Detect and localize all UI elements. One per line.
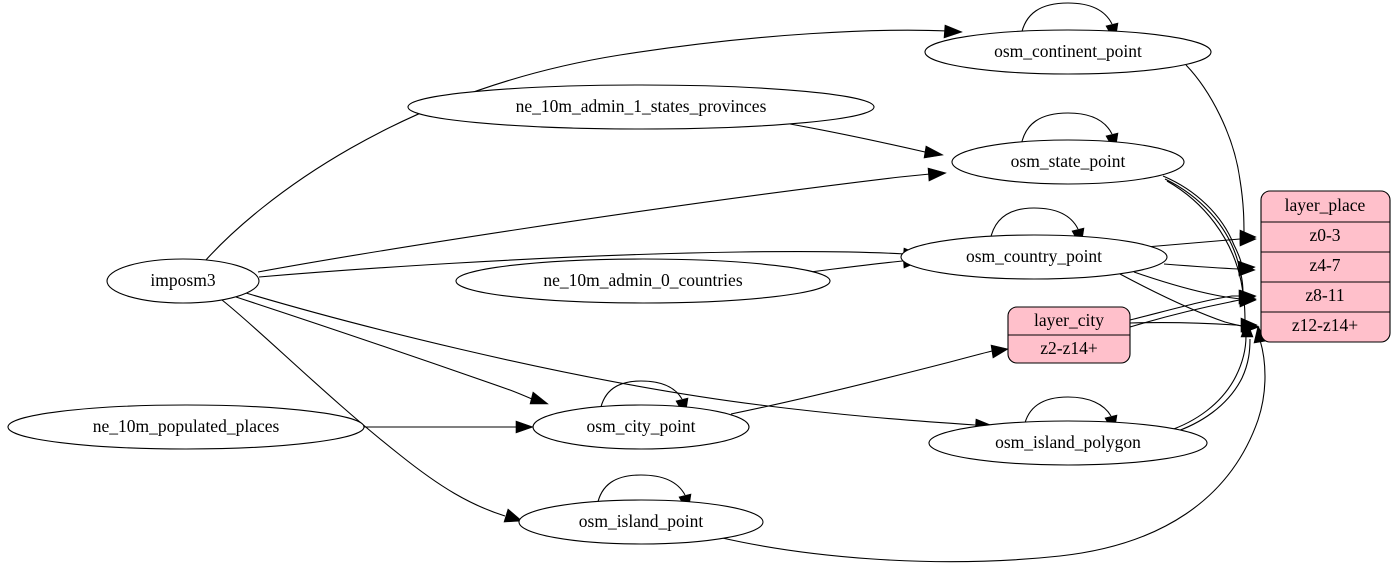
node-osm-country-point[interactable]: osm_country_point: [900, 234, 1168, 280]
node-imposm3-label: imposm3: [150, 270, 215, 290]
node-osm-island-polygon[interactable]: osm_island_polygon: [928, 420, 1208, 466]
layer-city-title: layer_city: [1034, 310, 1104, 330]
node-ne-10m-populated-places[interactable]: ne_10m_populated_places: [7, 404, 365, 450]
node-osm-state-point-label: osm_state_point: [1011, 151, 1126, 171]
edge-ne-states-to-osm-state-point: [789, 123, 944, 159]
node-osm-city-point[interactable]: osm_city_point: [532, 404, 750, 450]
layer-place-row-z8-11[interactable]: z8-11: [1305, 285, 1344, 305]
node-imposm3-ellipse: [106, 258, 260, 304]
edge-osm-state-point-to-layer-place-z12-z14: [1166, 180, 1258, 333]
node-ne-states-ellipse: [407, 84, 875, 130]
node-osm-island-point-label: osm_island_point: [579, 511, 704, 531]
layer-place-row-z4-7[interactable]: z4-7: [1309, 255, 1340, 275]
edge-osm-island-polygon-to-layer-place-z12-z14: [1167, 320, 1254, 432]
edge-imposm3-to-osm-continent-point: [204, 24, 963, 262]
node-ne-places-label: ne_10m_populated_places: [93, 416, 280, 436]
node-osm-island-point-ellipse: [518, 499, 764, 545]
layer-place-title: layer_place: [1285, 195, 1366, 215]
node-ne-10m-admin-0-countries[interactable]: ne_10m_admin_0_countries: [455, 258, 831, 304]
edge-ne-places-to-osm-city-point: [364, 420, 534, 434]
edge-imposm3-to-osm-city-point: [235, 296, 549, 405]
edge-layer: [204, 2, 1267, 563]
edge-osm-city-point-to-layer-city-z2-z14: [730, 344, 1009, 415]
node-osm-country-point-ellipse: [900, 234, 1168, 280]
edge-osm-country-point-to-layer-place-z0-3: [1145, 232, 1257, 248]
layer-city-row-z2-z14[interactable]: z2-z14+: [1040, 338, 1098, 358]
node-osm-state-point-ellipse: [951, 139, 1185, 185]
edge-imposm3-to-osm-state-point: [257, 167, 947, 273]
node-osm-continent-point-label: osm_continent_point: [994, 41, 1142, 61]
layer-place-row-z12-z14[interactable]: z12-z14+: [1292, 315, 1358, 335]
node-osm-city-point-ellipse: [532, 404, 750, 450]
node-osm-country-point-label: osm_country_point: [966, 246, 1102, 266]
node-ne-countries-ellipse: [455, 258, 831, 304]
node-osm-continent-point-ellipse: [924, 29, 1212, 75]
node-osm-state-point[interactable]: osm_state_point: [951, 139, 1185, 185]
node-ne-states-label: ne_10m_admin_1_states_provinces: [516, 96, 767, 116]
edge-osm-country-point-to-layer-place-z4-7: [1163, 262, 1256, 277]
record-node-layer-place[interactable]: layer_place z0-3 z4-7 z8-11 z12-z14+: [1260, 190, 1391, 343]
node-layer: imposm3 ne_10m_admin_1_states_provinces …: [7, 29, 1212, 545]
node-osm-island-point[interactable]: osm_island_point: [518, 499, 764, 545]
layer-place-body: [1260, 190, 1391, 343]
edge-osm-island-polygon-to-layer-place-z12-z14-alt: [1171, 338, 1251, 434]
record-node-layer-city[interactable]: layer_city z2-z14+: [1007, 306, 1131, 364]
node-ne-places-ellipse: [7, 404, 365, 450]
edge-osm-continent-point-to-layer-place-z0-3: [1185, 64, 1257, 245]
edge-layer-city-to-layer-place-upper: [1129, 289, 1257, 321]
node-ne-10m-admin-1-states-provinces[interactable]: ne_10m_admin_1_states_provinces: [407, 84, 875, 130]
node-osm-continent-point[interactable]: osm_continent_point: [924, 29, 1212, 75]
node-imposm3[interactable]: imposm3: [106, 258, 260, 304]
layer-place-row-z0-3[interactable]: z0-3: [1309, 225, 1340, 245]
node-osm-island-polygon-label: osm_island_polygon: [995, 432, 1141, 452]
edge-imposm3-to-osm-island-point: [221, 299, 523, 523]
node-osm-island-polygon-ellipse: [928, 420, 1208, 466]
node-osm-city-point-label: osm_city_point: [587, 416, 696, 436]
node-ne-countries-label: ne_10m_admin_0_countries: [543, 270, 742, 290]
